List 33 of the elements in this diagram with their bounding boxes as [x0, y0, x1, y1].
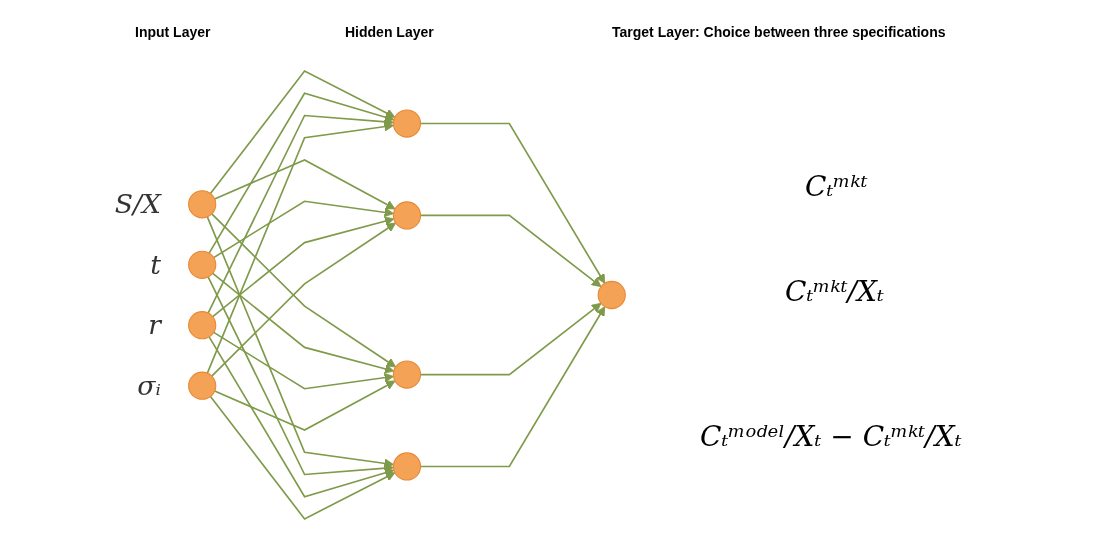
- variable-label: t: [150, 248, 161, 280]
- node-circle: [188, 371, 217, 400]
- node-circle: [188, 190, 217, 219]
- node-circle: [188, 250, 217, 279]
- arrow: [212, 331, 394, 390]
- arrow: [208, 336, 395, 498]
- variable-label: σᵢ: [137, 369, 161, 401]
- node-circle: [392, 452, 422, 481]
- layer-heading: Target Layer: Choice between three specifications: [612, 24, 946, 40]
- formula-label: Cₜᵐᵒᵈᵉˡ/Xₜ − Cₜᵐᵏᵗ/Xₜ: [700, 420, 962, 453]
- layer-heading: Hidden Layer: [345, 24, 434, 40]
- arrow: [206, 121, 394, 374]
- formula-label: Cₜᵐᵏᵗ: [805, 170, 868, 203]
- node-circle: [597, 280, 626, 310]
- arrow: [206, 216, 394, 469]
- variable-label: S/X: [114, 188, 161, 220]
- arrow: [211, 216, 395, 318]
- arrow: [207, 276, 394, 476]
- arrow: [213, 159, 396, 210]
- node-circle: [392, 360, 422, 389]
- arrow: [212, 200, 394, 259]
- arrow: [209, 70, 396, 195]
- arrow: [213, 380, 396, 431]
- variable-label: r: [148, 309, 161, 341]
- node-circle: [392, 201, 422, 230]
- arrow: [209, 395, 396, 520]
- formula-label: Cₜᵐᵏᵗ/Xₜ: [785, 275, 884, 308]
- arrow: [211, 272, 395, 374]
- layer-heading: Input Layer: [135, 24, 211, 40]
- node-circle: [188, 311, 217, 340]
- arrow: [208, 92, 395, 254]
- arrow: [207, 114, 394, 314]
- node-circle: [392, 109, 422, 138]
